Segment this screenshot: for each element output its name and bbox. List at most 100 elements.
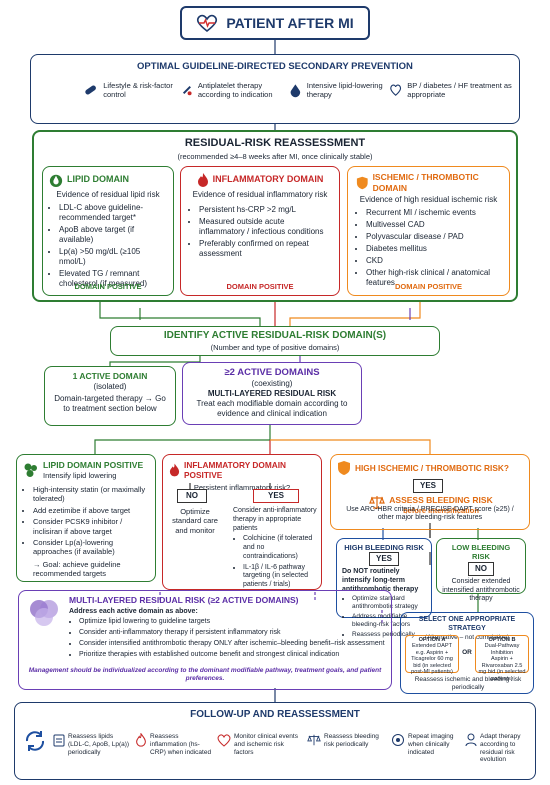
strategy-subtitle: (Alternative – not cumulative) [424,633,510,641]
list-item: Other high-risk clinical / anatomical fe… [366,268,501,288]
scale-icon [307,734,321,746]
followup-item-5: Adapt therapy according to residual risk… [465,733,533,764]
inflammatory-domain-footer: DOMAIN POSITIVE [226,281,294,291]
lipid-domain-card: LIPID DOMAIN Evidence of residual lipid … [42,166,174,296]
option-b: OPTION B Dual-Pathway Inhibition Aspirin… [475,635,529,682]
inflammatory-domain-list: Persistent hs-CRP >2 mg/L Measured outsi… [189,205,331,259]
bleeding-title: ASSESS BLEEDING RISK [389,495,493,505]
followup-item-4: Repeat imaging when clinically indicated [391,733,461,756]
page-title: PATIENT AFTER MI [226,15,354,31]
antiplatelet-icon [182,85,192,96]
identify-subtitle: (Number and type of positive domains) [210,342,340,352]
venn-icon [30,600,58,626]
lipid-domain-title: LIPID DOMAIN [67,174,129,185]
lipid-positive-list: High-intensity statin (or maximally tole… [23,485,149,557]
multi-domain-title: ≥2 ACTIVE DOMAINS [224,367,320,378]
multi-domain-heading: MULTI-LAYERED RESIDUAL RISK [207,388,337,398]
ischemic-domain-card: ISCHEMIC / THROMBOTIC DOMAIN Evidence of… [347,166,510,296]
droplet-icon [290,84,301,98]
multi-layered-list: Optimize lipid lowering to guideline tar… [69,618,385,659]
high-bleeding-card: HIGH BLEEDING RISK YES Do NOT routinely … [336,538,432,638]
strategy-footer: Reassess ischemic and bleeding risk peri… [414,676,522,692]
inflam-yes-text: Consider anti-inflammatory therapy in ap… [233,507,317,532]
list-item: Reassess periodically [352,631,426,639]
ischemic-domain-subtitle: Evidence of high residual ischemic risk [359,195,498,205]
list-item: Measured outside acute inflammatory / in… [199,217,331,237]
inflam-yes-list: Colchicine (if tolerated and no contrain… [233,535,319,590]
list-item: Consider intensified antithrombotic ther… [79,640,385,649]
strategy-or: OR [462,649,472,656]
list-item: IL-1β / IL-6 pathway targeting (in selec… [243,564,319,590]
shield-icon [338,461,350,475]
list-item: Preferably confirmed on repeat assessmen… [199,239,331,259]
list-item: Persistent hs-CRP >2 mg/L [199,205,331,215]
list-item: ApoB above target (if available) [59,225,167,245]
multi-layered-subtitle: Address each active domain as above: [69,607,198,615]
bleeding-assess-block: ASSESS BLEEDING RISK before intensificat… [337,495,525,515]
pill-icon [85,85,96,95]
optimal-title: OPTIMAL GUIDELINE-DIRECTED SECONDARY PRE… [137,61,413,72]
list-item: Optimize lipid lowering to guideline tar… [79,618,385,627]
list-item: Polyvascular disease / PAD [366,232,501,242]
option-a: OPTION A Extended DAPT e.g. Aspirin + Ti… [405,635,459,675]
followup-item-0: Reassess lipids (LDL-C, ApoB, Lp(a)) per… [53,733,131,756]
multi-layered-title: MULTI-LAYERED RESIDUAL RISK (≥2 ACTIVE D… [69,595,299,605]
bleeding-sub: before intensification [403,505,479,515]
flame-icon [136,733,146,747]
lipid-domain-list: LDL-C above guideline-recommended target… [49,203,167,289]
one-domain-text: Domain-targeted therapy → Go to treatmen… [54,393,166,413]
ischemic-yes-pill: YES [413,479,443,493]
one-domain-subtitle: (isolated) [93,381,127,391]
imaging-icon [392,734,404,746]
bp-icon [390,84,402,96]
list-item: Lp(a) >50 mg/dL (≥105 nmol/L) [59,247,167,267]
low-bleeding-no: NO [468,561,494,576]
list-item: High-intensity statin (or maximally tole… [33,485,149,504]
list-item: Address modifiable bleeding-risk factors [352,613,426,629]
ischemic-domain-footer: DOMAIN POSITIVE [394,281,463,291]
reassessment-box: RESIDUAL-RISK REASSESSMENT (recommended … [32,130,518,302]
list-item: Consider anti-inflammatory therapy if pe… [79,629,385,638]
low-bleeding-card: LOW BLEEDING RISK NO Consider extended i… [436,538,526,602]
optimal-prevention-box: OPTIMAL GUIDELINE-DIRECTED SECONDARY PRE… [30,54,520,124]
scale-icon [369,496,386,509]
list-item: Colchicine (if tolerated and no contrain… [243,535,319,561]
flame-icon [169,463,180,477]
adjust-icon [465,733,477,747]
multi-layered-note: Management should be individualized acco… [28,667,382,683]
molecule-icon [24,463,37,477]
list-item: Add ezetimibe if above target [33,506,149,515]
inflam-yes-block: Consider anti-inflammatory therapy in ap… [233,507,319,592]
list-item: Elevated TG / remnant cholesterol (if me… [59,269,167,289]
inflam-yes-pill: YES [253,489,299,503]
ischemic-domain-title: ISCHEMIC / THROMBOTIC DOMAIN [372,172,479,193]
inflam-no-text: Optimize standard care and monitor [172,507,218,535]
multi-domain-subtitle: (coexisting) [251,378,293,388]
clipboard-icon [53,734,65,747]
inflam-positive-question: Persistent inflammatory risk? [193,482,291,492]
followup-item-3: Reassess bleeding risk periodically [307,733,385,749]
refresh-icon [25,731,45,751]
heart-monitor-icon [217,734,231,747]
lipid-positive-goal: → Goal: achieve guideline recommended ta… [33,559,121,578]
list-item: LDL-C above guideline-recommended target… [59,203,167,223]
list-item: Prioritize therapies with established ou… [79,651,385,660]
page-title-box: PATIENT AFTER MI [180,6,370,40]
lipid-positive-subtitle: Intensify lipid lowering [43,470,117,480]
ischemic-positive-title: HIGH ISCHEMIC / THROMBOTIC RISK? [355,462,509,473]
inflammatory-domain-card: INFLAMMATORY DOMAIN Evidence of residual… [180,166,340,296]
list-item: Optimize standard antithrombotic strateg… [352,595,426,611]
multi-domain-text: Treat each modifiable domain according t… [196,398,348,418]
followup-item-1: Reassess inflammation (hs-CRP) when indi… [135,733,213,756]
lipid-domain-subtitle: Evidence of residual lipid risk [56,190,160,199]
lipid-positive-card: LIPID DOMAIN POSITIVE Intensify lipid lo… [16,454,156,582]
list-item: Recurrent MI / ischemic events [366,208,501,218]
inflammatory-domain-subtitle: Evidence of residual inflammatory risk [192,190,328,199]
inflammatory-domain-title: INFLAMMATORY DOMAIN [212,174,324,185]
list-item: Diabetes mellitus [366,244,501,254]
list-item: Consider Lp(a)-lowering approaches (if a… [33,538,149,557]
multi-layered-card: MULTI-LAYERED RESIDUAL RISK (≥2 ACTIVE D… [18,590,392,690]
flame-icon [197,173,208,187]
high-bleeding-yes: YES [368,552,399,567]
